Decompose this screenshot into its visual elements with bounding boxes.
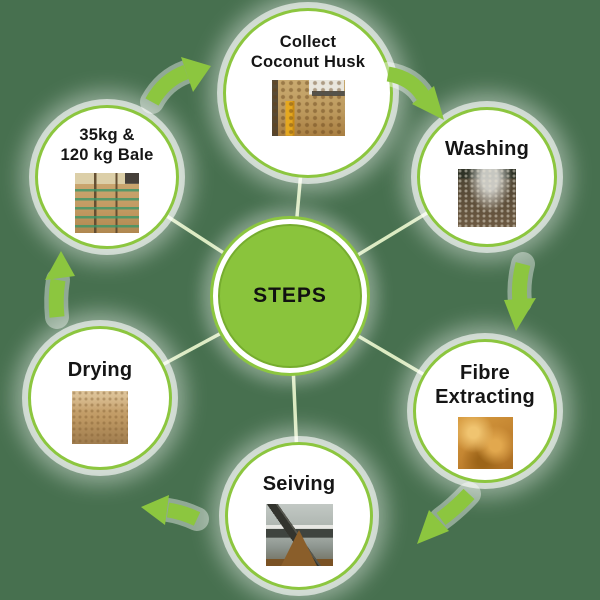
drying-fibre-photo [72,390,128,444]
arrow-drying-to-bale-icon [45,251,75,318]
step-label: 120 kg Bale [60,146,154,164]
step-circle-washing: Washing [417,107,557,247]
arrow-bale-to-collect-icon [145,57,211,106]
arrow-seiving-to-drying-icon [141,495,201,526]
center-steps-label: STEPS [253,284,327,307]
step-circle-bale: 35kg & 120 kg Bale [35,105,179,249]
arrow-washing-to-fibre-icon [504,262,536,331]
stacked-bales-photo [75,173,139,234]
step-label: Drying [67,359,133,382]
step-label: Collect [279,32,337,51]
coconut-husk-pile-photo [271,80,345,137]
step-circle-collect-coconut-husk: Collect Coconut Husk [223,8,393,178]
step-label: Coconut Husk [250,53,366,71]
step-label: Washing [445,137,529,160]
center-circle: STEPS [218,224,362,368]
arrow-fibre-to-seiving-icon [417,488,475,544]
step-circle-drying: Drying [28,326,172,470]
step-label: Extracting [435,386,535,408]
step-label: Seiving [262,472,336,495]
step-circle-fibre-extracting: Fibre Extracting [413,339,557,483]
step-circle-seiving: Seiving [225,442,373,590]
extracted-fibre-photo [457,417,513,470]
seiving-conveyor-photo [265,504,333,567]
center-circle-ring: STEPS [210,216,370,376]
step-label: Fibre [460,361,510,384]
step-label: 35kg & [79,125,135,144]
arrow-collect-to-washing-icon [386,66,444,120]
husk-washing-photo [458,169,516,228]
